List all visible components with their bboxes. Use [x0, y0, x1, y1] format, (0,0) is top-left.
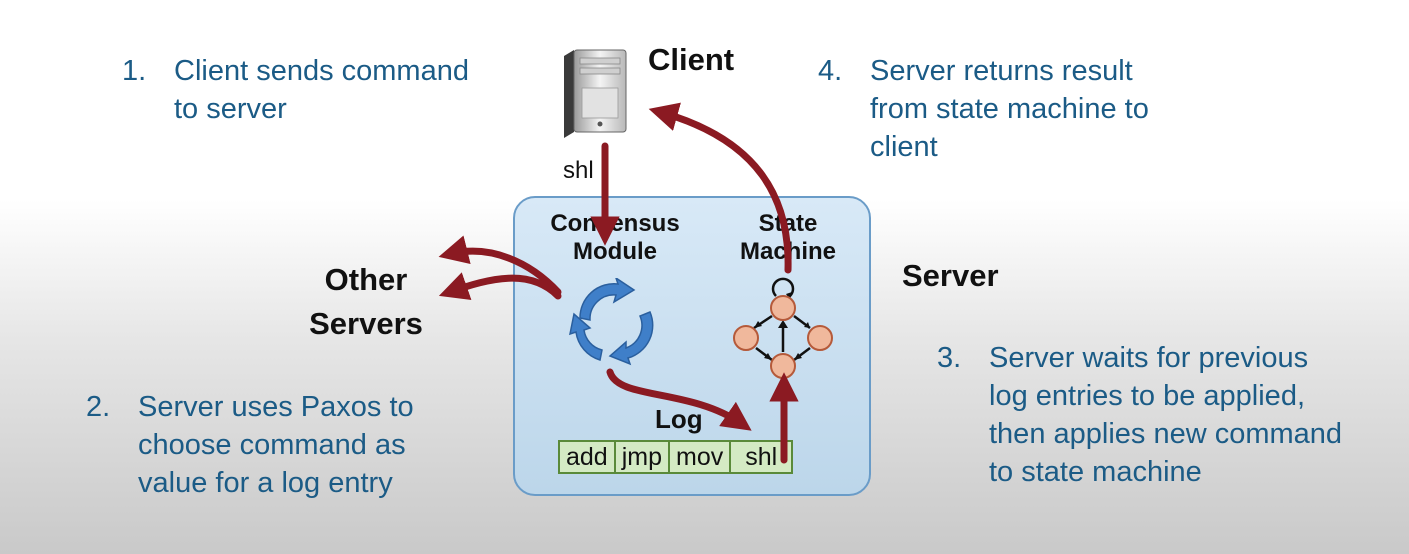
log-entries: add jmp mov shl — [558, 440, 794, 474]
step-4-text: Server returns result from state machine… — [870, 55, 1149, 163]
step-4: 4. Server returns result from state mach… — [818, 52, 1149, 166]
step-3-number: 3. — [937, 342, 962, 374]
command-label: shl — [563, 157, 594, 184]
step-1: 1. Client sends command to server — [122, 52, 469, 128]
client-label: Client — [648, 42, 735, 77]
log-entry: jmp — [616, 442, 671, 472]
step-4-number: 4. — [818, 55, 843, 87]
step-2: 2. Server uses Paxos to choose command a… — [86, 388, 414, 502]
log-entry: shl — [745, 443, 778, 471]
step-1-text: Client sends command to server — [174, 55, 469, 125]
server-label: Server — [902, 258, 999, 293]
step-1-number: 1. — [122, 55, 147, 87]
step-2-text: Server uses Paxos to choose command as v… — [138, 391, 414, 499]
log-entry: add — [560, 442, 616, 472]
step-3: 3. Server waits for previous log entries… — [937, 339, 1342, 491]
step-3-text: Server waits for previous log entries to… — [989, 342, 1343, 488]
log-entry: mov — [670, 442, 732, 472]
cycle-arrows-icon — [569, 278, 654, 366]
state-machine-title: State Machine — [739, 210, 837, 265]
state-diagram-icon — [733, 277, 833, 379]
other-servers-label: Other Servers — [309, 262, 423, 341]
consensus-module-title: Consensus Module — [550, 210, 680, 265]
step-2-number: 2. — [86, 391, 111, 423]
computer-tower-icon — [564, 49, 627, 138]
log-label: Log — [655, 404, 703, 434]
